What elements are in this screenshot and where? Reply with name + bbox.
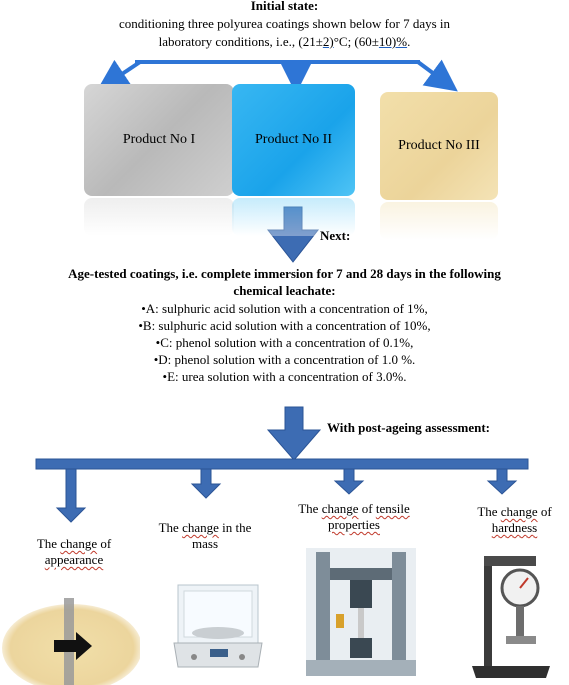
age-tested-title-2: chemical leachate: [233, 283, 336, 298]
leachate-item-c: •C: phenol solution with a concentration… [155, 335, 414, 350]
assessment-mass-label: The change in the mass [158, 520, 252, 551]
product-label-1: Product No I [122, 132, 196, 147]
arrow-to-product-3 [416, 59, 458, 92]
hardness-tester-photo [472, 556, 550, 678]
product-panel-3: Product No III [380, 92, 498, 200]
product-reflection-1 [84, 198, 234, 236]
product-panel-1: Product No I [84, 84, 234, 196]
initial-state-line1: conditioning three polyurea coatings sho… [118, 16, 451, 31]
tensile-machine-photo [306, 548, 416, 676]
product-reflection-3 [380, 202, 498, 240]
appearance-photo [2, 598, 140, 685]
arrow-tensile [333, 468, 365, 495]
initial-state-title: Initial state: [250, 0, 319, 13]
assessment-hardness-label: The change of hardness [477, 504, 552, 535]
product-label-3: Product No III [398, 138, 480, 153]
initial-state-line2: laboratory conditions, i.e., (21±2)°C; (… [158, 34, 411, 49]
next-label: Next: [320, 228, 351, 243]
product-panel-2: Product No II [232, 84, 355, 196]
leachate-item-e: •E: urea solution with a concentration o… [162, 369, 407, 384]
post-ageing-block-arrow [266, 406, 322, 461]
leachate-item-b: •B: sulphuric acid solution with a conce… [138, 318, 431, 333]
product-reflection-2 [232, 198, 355, 236]
assessment-bar [35, 458, 529, 470]
appearance-arrow-icon [54, 632, 92, 660]
arrow-hardness [486, 468, 518, 495]
leachate-item-a: •A: sulphuric acid solution with a conce… [141, 301, 428, 316]
age-tested-title-1: Age-tested coatings, i.e. complete immer… [68, 266, 501, 281]
arrow-appearance [55, 468, 87, 523]
leachate-item-d: •D: phenol solution with a concentration… [153, 352, 416, 367]
assessment-tensile-label: The change of tensile properties [298, 501, 410, 532]
arrow-mass [190, 468, 222, 499]
assessment-appearance-label: The change of appearance [36, 536, 112, 567]
arrow-to-product-1 [96, 59, 142, 91]
product-label-2: Product No II [255, 132, 332, 147]
balance-photo [173, 584, 263, 668]
post-ageing-label: With post-ageing assessment: [327, 420, 490, 435]
next-block-arrow [266, 206, 320, 263]
